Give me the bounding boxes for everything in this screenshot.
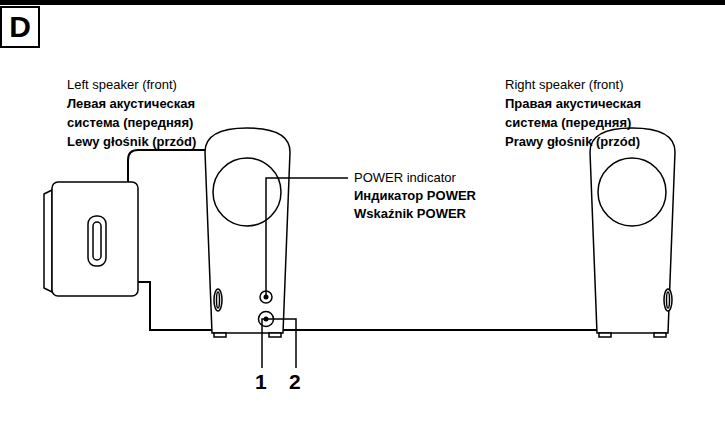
- part-label: Индикатор POWER: [354, 186, 514, 205]
- callout-number: 2: [289, 370, 305, 394]
- part-label: Левая акустическая система (передняя): [67, 94, 217, 132]
- figure-letter: D: [9, 12, 31, 42]
- part-label: Left speaker (front): [67, 75, 237, 94]
- figure-letter-box: D: [0, 6, 40, 48]
- callout-number: 1: [255, 370, 271, 394]
- cables: [128, 150, 597, 330]
- part-label: Правая акустическая система (передняя): [505, 94, 655, 132]
- leader-dot: [264, 295, 269, 300]
- part-label: Wskaźnik POWER: [354, 204, 514, 223]
- part-label: Right speaker (front): [505, 75, 675, 94]
- device: [44, 182, 138, 296]
- part-label: Lewy głośnik (przód): [67, 132, 237, 151]
- part-label: POWER indicator: [354, 168, 514, 187]
- leader-lines: [262, 178, 348, 368]
- right-speaker: [590, 128, 675, 337]
- left-speaker: [205, 128, 290, 337]
- part-label: Prawy głośnik (przód): [505, 132, 675, 151]
- header-bar: [0, 0, 725, 5]
- leader-dot: [264, 317, 269, 322]
